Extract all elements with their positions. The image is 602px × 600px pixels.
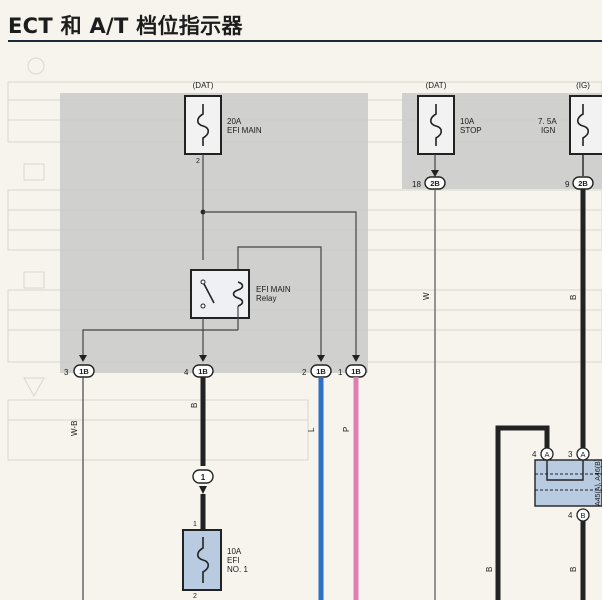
efi-no1-pin-bottom: 2	[193, 593, 197, 600]
connector-c9-code: 2B	[578, 179, 588, 188]
stop-source-label: (DAT)	[426, 81, 447, 90]
component-pin-b: 4 B	[568, 508, 590, 522]
efi-main-name: EFI MAIN	[227, 126, 262, 135]
relay-subname: Relay	[256, 294, 276, 303]
component-pin-b-num: 4	[568, 511, 573, 520]
wire-b-right-low-label: B	[485, 567, 494, 572]
page-title: ECT 和 A/T 档位指示器	[8, 14, 243, 38]
wire-wb-label: W-B	[70, 421, 79, 436]
component-pin-a-right-num: 3	[568, 450, 573, 459]
stop-fuse-icon	[429, 104, 443, 146]
component-pin-a-left-num: 4	[532, 450, 537, 459]
efi-main-source-label: (DAT)	[193, 81, 214, 90]
ign-name: IGN	[541, 126, 555, 135]
wire-w-label: W	[422, 292, 431, 300]
stop-name: STOP	[460, 126, 482, 135]
junction-down-arrow	[199, 486, 207, 494]
component-pin-b-letter: B	[580, 511, 585, 520]
relay-coil-icon	[232, 281, 244, 307]
connector-c4: 4 1B	[184, 364, 214, 378]
efi-main-relay-box	[190, 269, 250, 319]
connector-c1-pin: 1	[338, 368, 343, 377]
ign-fuse-box	[569, 95, 602, 155]
relay-switch-node-bottom	[200, 303, 206, 309]
connector-c18-code: 2B	[430, 179, 440, 188]
relay-name: EFI MAIN	[256, 285, 291, 294]
component-pin-a-right-letter: A	[580, 450, 585, 459]
ign-fuse-icon	[576, 104, 590, 146]
branch-wire-to-p	[203, 211, 357, 355]
component-pin-a-right: 3 A	[568, 447, 590, 461]
component-pin-a-left: 4 A	[532, 447, 554, 461]
connector-c2-pin: 2	[302, 368, 307, 377]
efi-main-rating: 20A	[227, 117, 242, 126]
efi-no1-pin-top: 1	[193, 521, 197, 528]
connector-arrows	[79, 170, 439, 362]
connector-c3: 3 1B	[64, 364, 95, 378]
connector-c9-pin: 9	[565, 180, 570, 189]
connector-c4-code: 1B	[198, 367, 208, 376]
component-pin-a-left-letter: A	[544, 450, 549, 459]
stop-rating: 10A	[460, 117, 475, 126]
efi-main-pin: 2	[196, 158, 200, 165]
wire-b-right-loop	[495, 425, 550, 600]
title-rule	[8, 40, 602, 42]
ign-source-label: (IG)	[576, 81, 590, 90]
connector-c2-code: 1B	[316, 367, 326, 376]
relay-switch-node-top	[200, 279, 206, 285]
wire-b-left-label: B	[190, 403, 199, 408]
wire-b-right-low2-label: B	[569, 567, 578, 572]
junction-connector-1: 1	[192, 469, 214, 484]
wire-l-label: L	[307, 427, 316, 432]
connector-c18-pin: 18	[412, 180, 421, 189]
connector-c1-code: 1B	[351, 367, 361, 376]
connector-c3-pin: 3	[64, 368, 69, 377]
connector-c4-pin: 4	[184, 368, 189, 377]
efi-no1-name2: NO. 1	[227, 565, 248, 574]
efi-no1-name1: EFI	[227, 556, 239, 565]
wire-p-label: P	[342, 427, 351, 432]
wire-to-connector-3	[82, 329, 238, 355]
ign-rating: 7. 5A	[538, 117, 557, 126]
branch-wire-to-l	[237, 246, 322, 355]
component-internal-wire	[546, 460, 584, 481]
component-a45-body	[534, 459, 602, 507]
junction-connector-label: 1	[201, 473, 206, 482]
efi-no1-rating: 10A	[227, 547, 242, 556]
wire-b-ign-label: B	[569, 295, 578, 300]
component-code: A45(A), A46(B)	[595, 459, 602, 506]
efi-no1-fuse-icon	[196, 537, 210, 583]
relay-switch-contact	[202, 281, 215, 304]
connector-c3-code: 1B	[79, 367, 89, 376]
efi-main-fuse-icon	[196, 104, 210, 146]
